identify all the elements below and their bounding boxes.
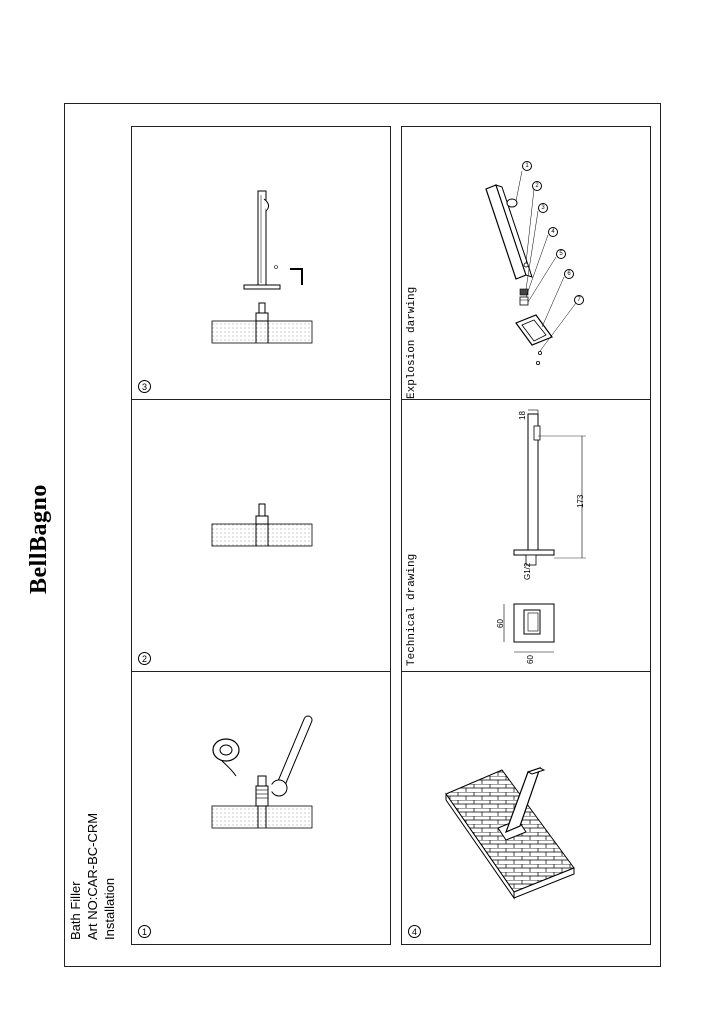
callout-2: 2: [532, 181, 542, 191]
explosion-drawing: [485, 170, 577, 365]
callout-1: 1: [522, 161, 532, 171]
callout-3: 3: [538, 203, 548, 213]
callout-4: 4: [548, 227, 558, 237]
step-1-panel: 1: [131, 671, 391, 945]
step-1-illustration: [211, 715, 313, 829]
step-3-panel: 3: [131, 126, 391, 400]
technical-drawing-panel: Technical drawing 173 18 G1/2 60 60: [401, 399, 651, 672]
dim-thickness: 18: [518, 411, 527, 420]
technical-drawing: [503, 409, 586, 653]
step-3-number: 3: [138, 380, 151, 393]
brand-logo: BellBagno: [26, 484, 52, 594]
product-name: Bath Filler: [68, 881, 83, 940]
step-4-panel: 4: [401, 671, 651, 945]
header-block: Bath Filler Art NO:CAR-BC-CRM Installati…: [67, 813, 118, 940]
explosion-drawing-panel: Explosion darwing 1 2 3 4 5 6 7: [401, 126, 651, 400]
step-2-panel: 2: [131, 399, 391, 672]
step-2-number: 2: [138, 652, 151, 665]
dim-plate-width: 60: [526, 655, 535, 664]
instruction-sheet: Bath Filler Art NO:CAR-BC-CRM Installati…: [64, 103, 661, 967]
dim-plate-height: 60: [496, 619, 505, 628]
dim-thread: G1/2: [523, 562, 532, 580]
step-2-illustration: [211, 503, 313, 547]
step-4-number: 4: [408, 925, 421, 938]
callout-6: 6: [564, 269, 574, 279]
callout-7: 7: [574, 295, 584, 305]
dim-length: 173: [576, 494, 585, 508]
section-title: Installation: [102, 877, 117, 940]
callout-5: 5: [556, 249, 566, 259]
step-1-number: 1: [138, 925, 151, 938]
step-4-illustration: [445, 767, 575, 900]
art-number: Art NO:CAR-BC-CRM: [85, 812, 100, 940]
step-3-illustration: [211, 190, 313, 344]
